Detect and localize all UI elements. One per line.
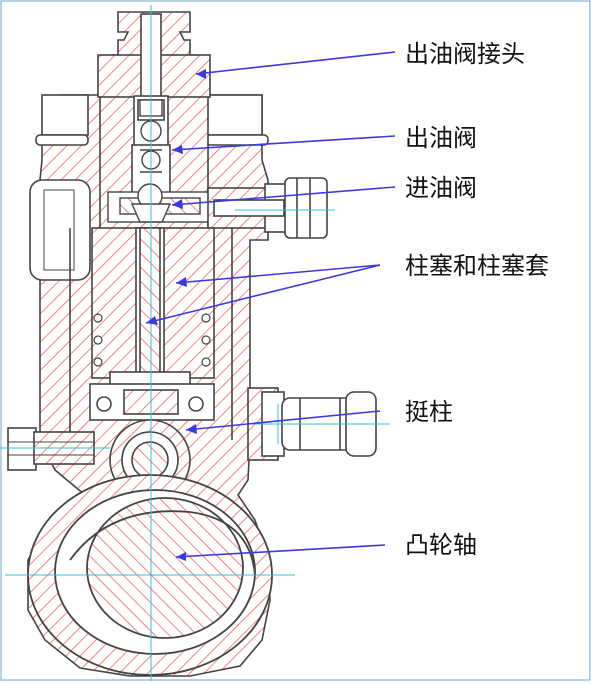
fuel-inlet-pipe [207,177,328,239]
leader-lines [145,51,396,558]
leader-arrowheads [146,69,206,561]
plunger-and-barrel-part [69,227,233,440]
label-outlet-valve-connector: 出油阀接头 [405,40,525,68]
right-plug [247,387,377,461]
label-camshaft: 凸轮轴 [405,531,477,559]
leader-outlet-valve [171,135,396,151]
leader-camshaft [175,544,386,558]
inlet-valve-part [107,183,213,223]
label-inlet-valve: 进油阀 [405,174,477,202]
leader-plunger-barrel [175,264,381,284]
leader-inlet-valve [171,186,396,206]
leader-tappet [185,410,381,431]
label-plunger-and-barrel: 柱塞和柱塞套 [405,252,549,280]
centerlines [0,5,390,681]
leader-plunger [145,264,381,324]
label-tappet: 挺柱 [405,398,453,426]
left-bolt [7,427,95,471]
leader-outlet-valve-connector [195,51,396,75]
label-outlet-valve: 出油阀 [405,124,477,152]
